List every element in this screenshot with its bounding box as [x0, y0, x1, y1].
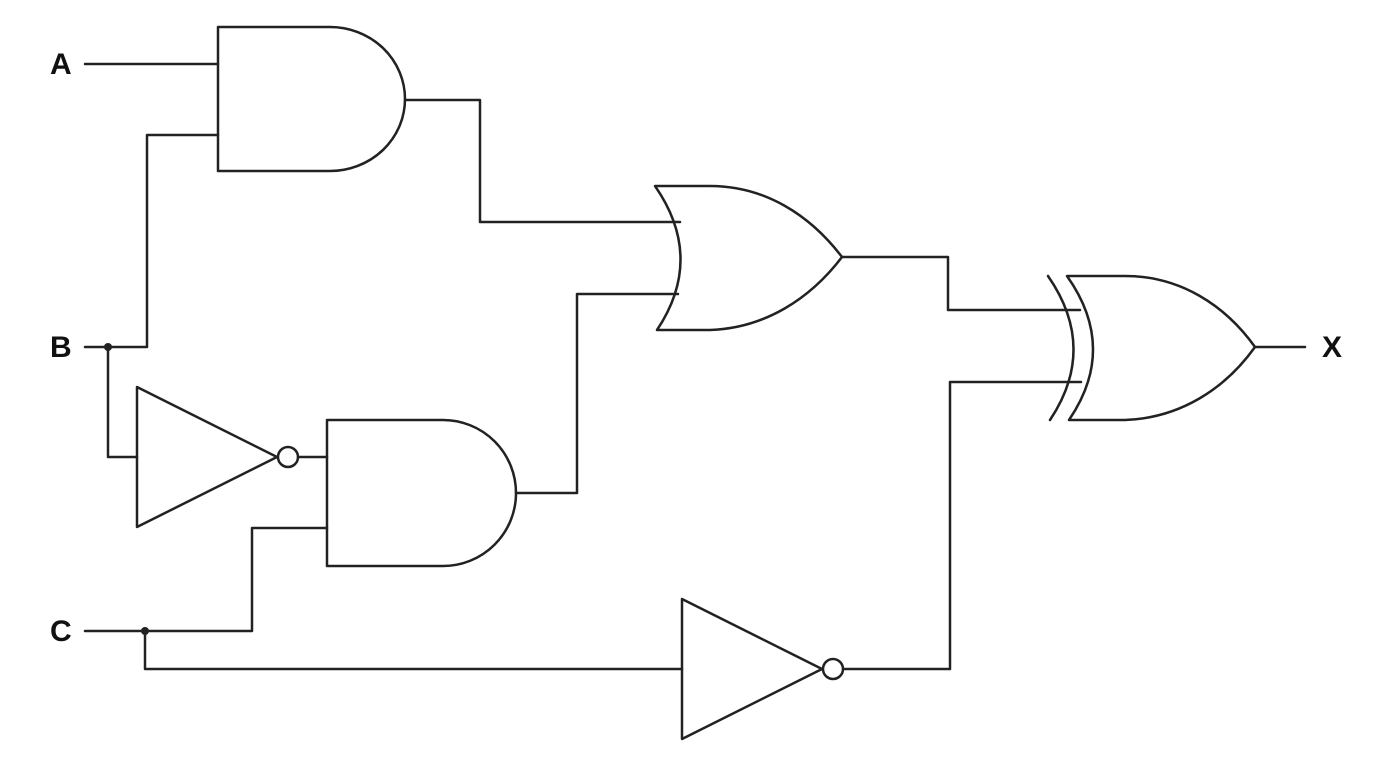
wire-b-to-not1	[106, 345, 139, 459]
wire-c-to-not2	[143, 629, 684, 671]
or-gate	[653, 184, 844, 332]
not-gate-2-bubble	[821, 657, 845, 681]
and-gate-1	[216, 25, 407, 173]
wire-not2-to-xor	[841, 380, 1083, 671]
junction-c	[141, 627, 149, 635]
wire-and1-to-or	[403, 98, 682, 224]
input-label-a: A	[50, 48, 72, 81]
wire-or-to-xor	[840, 255, 1082, 312]
xor-gate	[1065, 274, 1257, 422]
xor-gate-input-arc	[1046, 274, 1075, 422]
wire-and2-to-or	[514, 292, 680, 495]
not-gate-1	[135, 385, 279, 529]
wire-c-to-and2	[143, 526, 329, 633]
junction-b	[104, 343, 112, 351]
output-label-x: X	[1322, 331, 1342, 364]
input-label-b: B	[50, 331, 72, 364]
input-label-c: C	[50, 615, 72, 648]
not-gate-2	[680, 597, 824, 741]
not-gate-1-bubble	[276, 445, 300, 469]
wire-b-to-and1	[106, 133, 220, 349]
and-gate-2	[325, 418, 518, 568]
